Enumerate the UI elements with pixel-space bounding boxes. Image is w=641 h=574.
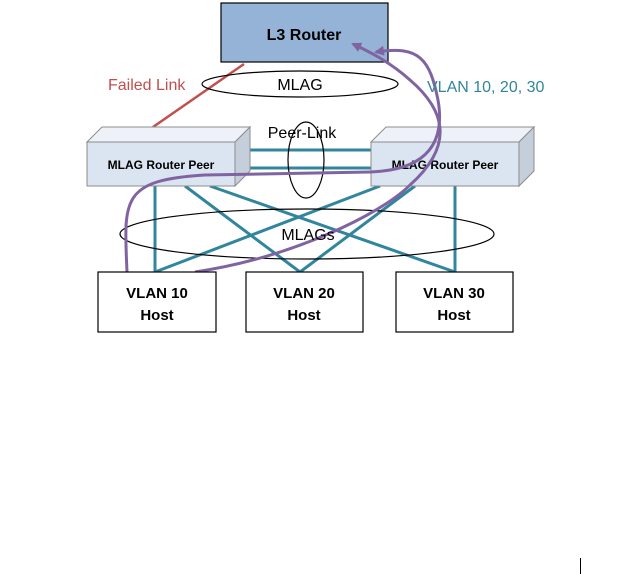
- host-vlan10: VLAN 10 Host: [97, 271, 217, 333]
- teal-links: [153, 148, 457, 274]
- peer-link-ellipse: [287, 121, 325, 199]
- link-peer1-host2: [184, 184, 301, 274]
- path-host1-to-router-via-peer2: [124, 45, 442, 273]
- vlan-list-label: VLAN 10, 20, 30: [427, 79, 545, 96]
- host-vlan30: VLAN 30 Host: [395, 271, 514, 333]
- peer-left-label: MLAG Router Peer: [108, 158, 215, 172]
- purple-paths: [124, 42, 442, 274]
- host-vlan30-line2: Host: [437, 307, 470, 324]
- mlag-label: MLAG: [277, 77, 322, 94]
- path-host1-to-router-via-peer1: [194, 42, 442, 274]
- mlag-router-peer-right: MLAG Router Peer: [369, 125, 536, 188]
- failed-link-label: Failed Link: [108, 77, 186, 94]
- peer-link-label: Peer-Link: [268, 125, 337, 142]
- mlags-label: MLAGs: [281, 227, 334, 244]
- host-vlan20-line2: Host: [287, 307, 320, 324]
- mlags-ellipse: [119, 208, 495, 260]
- mlag-ellipse: [201, 70, 399, 98]
- host-vlan30-line1: VLAN 30: [423, 285, 485, 302]
- l3-router-label: L3 Router: [267, 27, 342, 44]
- link-peer1-host3: [209, 184, 456, 274]
- link-peer2-host2: [299, 184, 416, 274]
- l3-router-box: [220, 2, 389, 63]
- mlag-router-peer-left: MLAG Router Peer: [85, 125, 252, 188]
- host-vlan10-line2: Host: [140, 307, 173, 324]
- host-vlan20-line1: VLAN 20: [273, 285, 335, 302]
- host-vlan10-line1: VLAN 10: [126, 285, 188, 302]
- failed-link-line: [152, 62, 245, 129]
- host-vlan20: VLAN 20 Host: [245, 271, 364, 333]
- link-peer2-host1: [154, 184, 381, 274]
- page-margin-mark: [580, 558, 581, 574]
